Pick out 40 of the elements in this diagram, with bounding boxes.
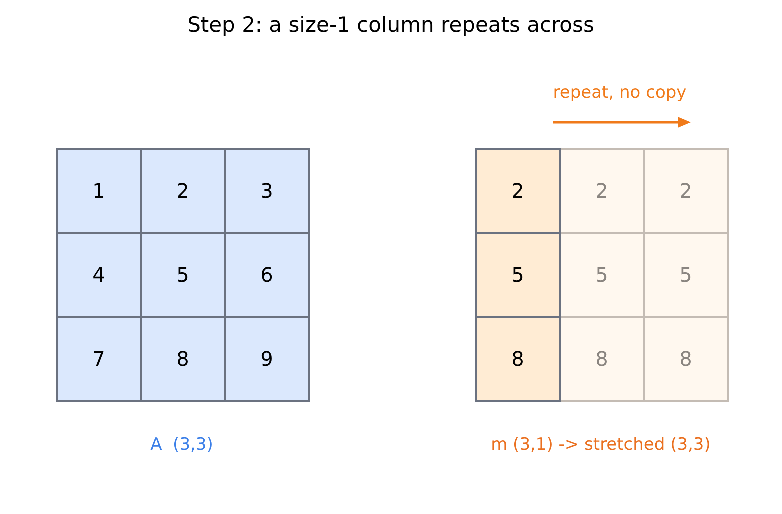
cell-value: 3 bbox=[260, 178, 274, 205]
cell-value: 5 bbox=[680, 262, 692, 289]
grid-cell bbox=[56, 148, 142, 234]
grid-cell bbox=[643, 148, 729, 234]
cell-value: 2 bbox=[596, 178, 608, 205]
cell-value: 1 bbox=[92, 178, 106, 205]
title: Step 2: a size-1 column repeats across bbox=[186, 12, 596, 39]
cell-value: 5 bbox=[176, 262, 190, 289]
grid-cell bbox=[140, 148, 226, 234]
cell-value: 8 bbox=[680, 346, 692, 373]
grid-cell bbox=[475, 316, 561, 402]
annotation-text: repeat, no copy bbox=[552, 82, 688, 105]
cell-value: 8 bbox=[596, 346, 608, 373]
grid-cell bbox=[475, 148, 561, 234]
grid-cell bbox=[56, 232, 142, 318]
grid-cell bbox=[475, 232, 561, 318]
grid-cell bbox=[224, 148, 310, 234]
cell-value: 4 bbox=[92, 262, 106, 289]
caption: m (3,1) -> stretched (3,3) bbox=[490, 434, 712, 457]
cell-value: 9 bbox=[260, 346, 274, 373]
grid-cell bbox=[56, 316, 142, 402]
grid-cell bbox=[224, 316, 310, 402]
grid-cell bbox=[559, 232, 645, 318]
grid-cell bbox=[140, 316, 226, 402]
grid-cell bbox=[224, 232, 310, 318]
cell-value: 2 bbox=[512, 178, 524, 205]
grid-cell bbox=[643, 232, 729, 318]
grid-cell bbox=[140, 232, 226, 318]
cell-value: 5 bbox=[512, 262, 524, 289]
cell-value: 2 bbox=[680, 178, 692, 205]
cell-value: 8 bbox=[512, 346, 524, 373]
cell-value: 8 bbox=[176, 346, 190, 373]
cell-value: 5 bbox=[596, 262, 608, 289]
cell-value: 7 bbox=[92, 346, 106, 373]
grid-cell bbox=[559, 148, 645, 234]
grid-cell bbox=[559, 316, 645, 402]
cell-value: 6 bbox=[260, 262, 274, 289]
cell-value: 2 bbox=[176, 178, 190, 205]
caption: A (3,3) bbox=[150, 434, 214, 457]
grid-cell bbox=[643, 316, 729, 402]
